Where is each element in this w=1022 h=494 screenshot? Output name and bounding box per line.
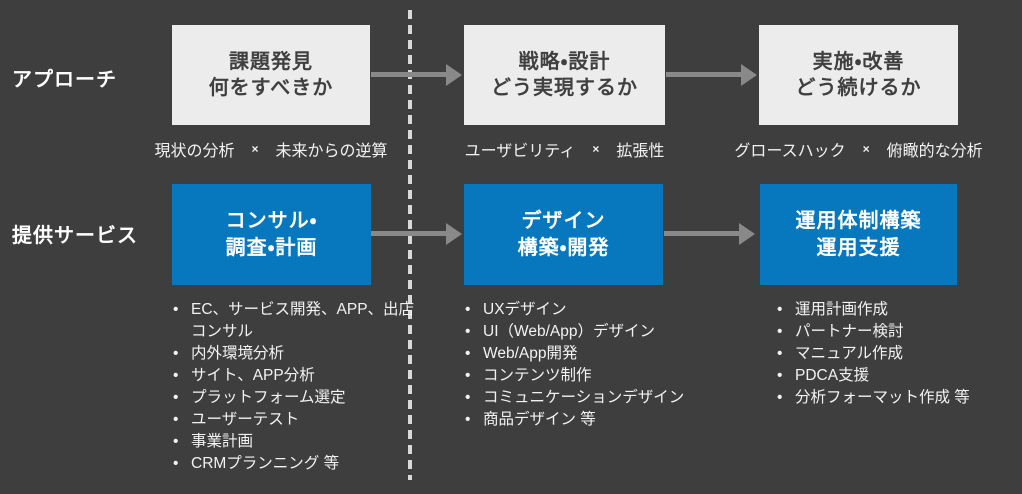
list-item: PDCA支援 [774,365,1012,387]
list-item: EC、サービス開発、APP、出店コンサル [170,299,415,343]
list-item: 内外環境分析 [170,343,415,365]
phase-box-1: 課題発見 何をすべきか [172,25,370,125]
phase-caption-1: 現状の分析 × 未来からの逆算 [142,138,400,160]
arrow-head [446,223,462,245]
multiply-symbol: × [251,142,259,156]
phase-title-line2: 何をすべきか [208,77,334,99]
arrow-right-icon [666,64,757,86]
arrow-shaft [666,72,744,77]
arrow-head [741,64,757,86]
list-item: サイト、APP分析 [170,365,415,387]
row-label-services: 提供サービス [12,225,138,247]
caption-right: 拡張性 [616,143,665,160]
caption-left: 現状の分析 [154,143,235,160]
arrow-head [446,64,462,86]
caption-right: 未来からの逆算 [275,143,388,160]
caption-right: 俯瞰的な分析 [886,143,983,160]
phase-caption-2: ユーザビリティ × 拡張性 [434,138,695,160]
list-item: コンテンツ制作 [462,365,726,387]
list-item: Web/App開発 [462,343,726,365]
service-box-3: 運用体制構築 運用支援 [760,184,957,285]
list-item: CRMプランニング 等 [170,453,415,475]
multiply-symbol: × [592,142,600,156]
list-item: 事業計画 [170,431,415,453]
phase-box-3: 実施・改善 どう続けるか [759,25,958,125]
multiply-symbol: × [862,142,870,156]
service-bullet-list-3: 運用計画作成パートナー検討マニュアル作成PDCA支援分析フォーマット作成 等 [774,299,1012,409]
dashed-divider [408,10,412,480]
list-item: コミュニケーションデザイン [462,387,726,409]
list-item: パートナー検討 [774,321,1012,343]
list-item: 分析フォーマット作成 等 [774,387,1012,409]
caption-left: ユーザビリティ [464,143,576,160]
phase-title-line1: 課題発見 [229,51,313,73]
row-label-approach: アプローチ [12,69,117,91]
list-item: 商品デザイン 等 [462,409,726,431]
phase-title-line2: どう実現するか [491,77,638,99]
list-item: 運用計画作成 [774,299,1012,321]
arrow-shaft [371,72,449,77]
caption-left: グロースハック [734,143,846,160]
service-box-1: コンサル・ 調査・計画 [172,184,371,285]
service-title-line1: デザイン [521,209,606,232]
service-title-line2: 運用支援 [816,236,901,259]
arrow-head [739,223,755,245]
list-item: UXデザイン [462,299,726,321]
phase-title-line1: 実施・改善 [812,51,905,73]
arrow-shaft [664,231,742,236]
arrow-shaft [371,231,449,236]
list-item: ユーザーテスト [170,409,415,431]
service-title-line1: 運用体制構築 [795,209,922,232]
phase-caption-3: グロースハック × 俯瞰的な分析 [719,138,998,160]
list-item: マニュアル作成 [774,343,1012,365]
phase-title-line1: 戦略・設計 [518,51,611,73]
service-title-line2: 構築・開発 [517,236,610,259]
service-bullet-list-2: UXデザインUI（Web/App）デザインWeb/App開発コンテンツ制作コミュ… [462,299,726,431]
list-item: プラットフォーム選定 [170,387,415,409]
arrow-right-icon [371,64,462,86]
phase-title-line2: どう続けるか [795,77,922,99]
phase-box-2: 戦略・設計 どう実現するか [464,25,665,125]
service-title-line2: 調査・計画 [225,236,318,259]
arrow-right-icon [664,223,755,245]
service-box-2: デザイン 構築・開発 [464,184,663,285]
service-bullet-list-1: EC、サービス開発、APP、出店コンサル内外環境分析サイト、APP分析プラットフ… [170,299,415,475]
arrow-right-icon [371,223,462,245]
list-item: UI（Web/App）デザイン [462,321,726,343]
service-title-line1: コンサル・ [225,209,318,232]
